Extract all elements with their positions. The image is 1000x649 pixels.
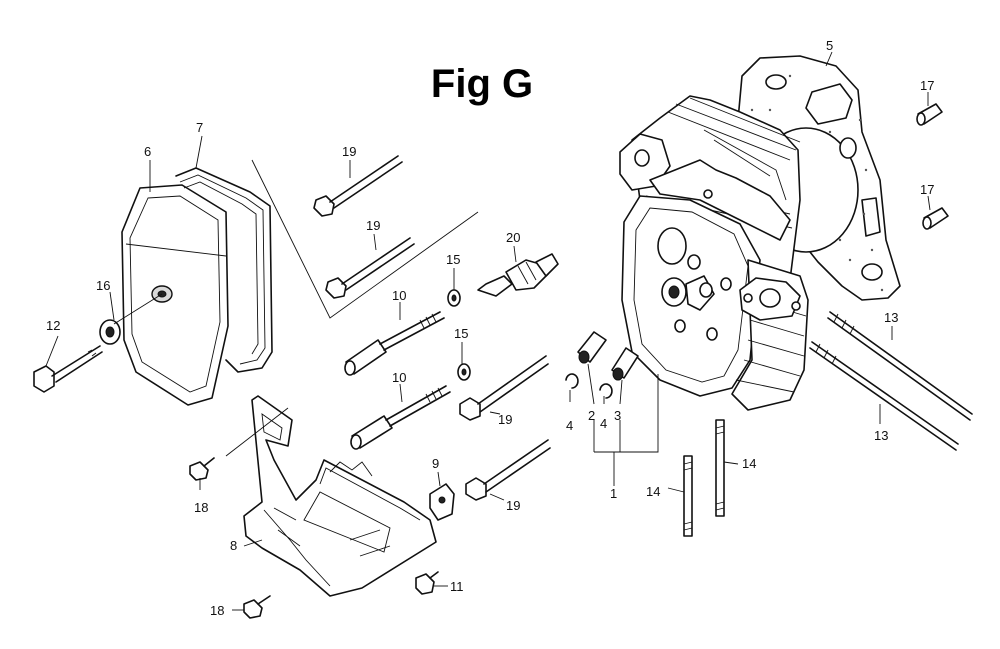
stud-14-left [683, 455, 693, 537]
bolt-19-mid [325, 237, 415, 299]
label-5: 5 [826, 38, 833, 53]
leader-lines [45, 51, 931, 611]
label-8: 8 [230, 538, 237, 553]
label-7: 7 [196, 120, 203, 135]
label-13a: 13 [884, 310, 898, 325]
bolt-11 [415, 571, 439, 595]
label-4a: 4 [566, 418, 573, 433]
label-18a: 18 [194, 500, 208, 515]
figure-title: Fig G [430, 62, 534, 106]
dowel-pin-17-lower [922, 207, 949, 230]
label-15a: 15 [446, 252, 460, 267]
label-12: 12 [46, 318, 60, 333]
label-6: 6 [144, 144, 151, 159]
clip-4-right [599, 383, 613, 399]
cover-gasket [175, 167, 273, 373]
bolt-12 [33, 345, 103, 393]
cylinder-head [619, 95, 809, 411]
label-1: 1 [610, 486, 617, 501]
label-10b: 10 [392, 370, 406, 385]
bolt-18-upper [189, 457, 215, 481]
callout-labels: 6 7 16 12 19 19 10 10 15 15 20 19 19 9 1… [46, 38, 934, 618]
washer-16 [99, 319, 121, 345]
dowel-pin-17-upper [916, 103, 943, 126]
spark-plug [477, 253, 559, 297]
label-14b: 14 [742, 456, 756, 471]
label-3: 3 [614, 408, 621, 423]
section-divider [251, 159, 479, 319]
label-16: 16 [96, 278, 110, 293]
label-2: 2 [588, 408, 595, 423]
rocker-cover [121, 184, 229, 406]
label-19c: 19 [498, 412, 512, 427]
stud-13-lower [809, 341, 959, 451]
valve-guide-2 [577, 331, 607, 364]
label-15b: 15 [454, 326, 468, 341]
label-19b: 19 [366, 218, 380, 233]
label-17b: 17 [920, 182, 934, 197]
label-17a: 17 [920, 78, 934, 93]
label-11: 11 [450, 579, 464, 594]
label-19d: 19 [506, 498, 520, 513]
bracket-9 [429, 483, 455, 521]
label-9: 9 [432, 456, 439, 471]
label-14a: 14 [646, 484, 660, 499]
bolt-19-bottom [465, 439, 551, 501]
label-4b: 4 [600, 416, 607, 431]
bolt-19-upper [313, 155, 403, 217]
collar-10-lower [350, 385, 451, 450]
bolt-19-right [459, 355, 549, 421]
label-10a: 10 [392, 288, 406, 303]
label-20: 20 [506, 230, 520, 245]
label-13b: 13 [874, 428, 888, 443]
collar-10-upper [344, 311, 445, 376]
clip-4-left [565, 373, 579, 389]
stud-13-upper [827, 311, 973, 421]
bolt-18-lower [243, 595, 271, 619]
guide-plate [243, 395, 437, 597]
valve-guide-3 [611, 347, 639, 381]
label-19a: 19 [342, 144, 356, 159]
label-18b: 18 [210, 603, 224, 618]
stud-14-right [715, 419, 725, 517]
